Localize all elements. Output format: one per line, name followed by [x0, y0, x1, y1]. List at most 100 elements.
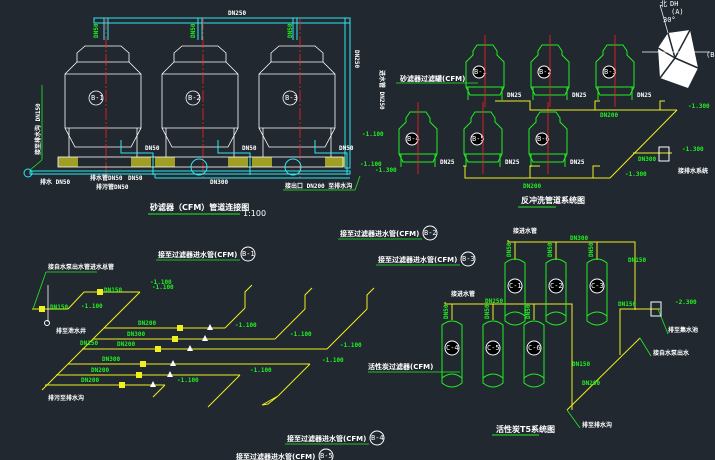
vessel-tank: [586, 258, 608, 326]
tag-bubble: [460, 251, 476, 267]
callout-tag: B-1: [242, 250, 255, 258]
vessel-elevation: -2.300: [675, 299, 697, 306]
tank-base: [57, 156, 344, 168]
leader-line: [354, 175, 361, 191]
media-block: [58, 157, 78, 167]
filter-tank: [258, 45, 336, 157]
vessel-top-note: 接进水管: [450, 290, 475, 298]
vessel-pipe-label: DN200: [582, 380, 600, 387]
plan-note: 接排水系统: [677, 167, 708, 175]
iso-elevation: -1.100: [340, 342, 362, 349]
valve-label: DN50: [484, 304, 491, 319]
valve-icon: [136, 372, 142, 378]
media-block: [325, 157, 345, 167]
plan-elevation: -1.300: [625, 171, 647, 178]
compass-label: 北: [660, 0, 667, 8]
right-pipe-label: DN250: [353, 50, 360, 68]
iso-callout: 接至过滤器进水管(CFM): [158, 250, 237, 259]
left-vertical-note: 接至排水沟 DN150: [34, 103, 42, 156]
valve-label: DN50: [190, 23, 197, 38]
valve-icon: [97, 289, 103, 295]
check-valve-icon: [167, 371, 173, 377]
media-block: [155, 157, 175, 167]
tag-bubble: [369, 430, 385, 446]
tag-bubble: [240, 246, 256, 262]
vessel-note: 排至排水沟: [582, 421, 612, 429]
check-valve-icon: [202, 335, 208, 341]
tank-tag: B-2: [539, 68, 552, 76]
iso-pipe-label: DN200: [91, 367, 109, 374]
vessel-note: 排至集水池: [668, 326, 698, 334]
tank-tag: C-5: [487, 344, 500, 352]
vessel-top-note: 接进水管: [512, 227, 537, 235]
iso-pipe-label: DN150: [104, 287, 122, 294]
valve-icon: [140, 361, 146, 367]
leader-line: [639, 337, 652, 357]
iso-elevation: -1.100: [322, 357, 344, 364]
check-valve-icon: [187, 345, 193, 351]
right-vertical-note: 进水管 DN250: [378, 70, 386, 110]
leader-line: [566, 409, 581, 429]
vessel-tank: [545, 258, 567, 326]
bottom-note: 接出口 DN200 至排水沟: [284, 182, 352, 190]
valve-icon: [172, 336, 178, 342]
iso-left-note: 排至泄水井: [56, 327, 86, 335]
tank-tag: B-6: [537, 135, 550, 143]
vessel-tank: [504, 258, 526, 326]
branch-label: DN25: [570, 159, 585, 166]
plan-side-label: 砂滤器过滤罐(CFM): [400, 74, 465, 83]
tank-tag: C-6: [528, 344, 541, 352]
drain-symbol: [44, 320, 50, 326]
iso-pipe-label: DN150: [80, 340, 98, 347]
iso-elevation: -1.100: [290, 331, 312, 338]
left-label-2: 排污管DN50: [96, 183, 129, 191]
vessel-view: C-1DN50C-2DN50C-3DN50C-4DN50C-5DN50C-6DN…: [368, 227, 698, 436]
compass-rose: 北 DH (A) 30° (B): [642, 0, 715, 88]
drain-pipe: [120, 140, 154, 175]
compass-label: DH: [670, 0, 678, 8]
filter-tank: [161, 45, 239, 157]
iso-pipe-label: DN200: [138, 320, 156, 327]
tank-tag: B-1: [91, 94, 104, 102]
tank-tag: B-1: [474, 68, 487, 76]
iso-pipe-label: DN300: [127, 331, 145, 338]
elevation-title: 砂滤器（CFM）管道连接图: [149, 202, 249, 212]
plan-main-label: DN300: [638, 156, 656, 163]
iso-valves: [39, 289, 213, 388]
media-block: [131, 157, 151, 167]
vessel-pipe-label: DN150: [572, 361, 590, 368]
tank-tag: B-2: [188, 94, 201, 102]
valve-label: DN50: [443, 304, 450, 319]
callout-tag: B-3: [462, 255, 475, 263]
leader-line: [32, 271, 47, 310]
iso-callout: 接至过滤器进水管(CFM): [236, 452, 315, 460]
valve-label: DN50: [506, 242, 513, 257]
left-label-3: DN50: [128, 175, 143, 182]
plan-elevation: -1.300: [688, 103, 710, 110]
vessel-pipe-label: DN250: [485, 298, 503, 305]
iso-callout: 接至过滤器进水管(CFM): [340, 229, 419, 238]
valve-label: DN50: [287, 23, 294, 38]
vessel-pipes: [444, 240, 660, 411]
valve-label: DN50: [547, 242, 554, 257]
iso-elevations: -1.100-1.100-1.100-1.100-1.100-1.100-1.1…: [81, 279, 362, 384]
callout-tag: B-4: [371, 434, 384, 442]
compass-label: (B): [706, 51, 715, 59]
drain-label: DN50: [145, 145, 160, 152]
drain-pipe: [314, 140, 348, 175]
iso-elevation: -1.100: [81, 303, 103, 310]
vessel-tank: [441, 320, 463, 388]
iso-pipe-label: DN200: [117, 341, 135, 348]
plan-pipes: [463, 100, 678, 179]
isometric-view: DN150DN150DN200DN300DN200DN300DN200DN200…: [32, 225, 476, 460]
tank-tag: C-4: [446, 344, 459, 352]
tank-tag: C-3: [591, 282, 604, 290]
elevation-view: DN250 DN250 B-1DN50DN50B-2DN50DN50B-3DN5…: [23, 10, 397, 218]
drain-label: DN50: [242, 145, 257, 152]
iso-bottom-note: 排污至排水沟: [48, 394, 84, 402]
branch-label: DN25: [637, 92, 652, 99]
drain-pipe: [217, 140, 251, 175]
